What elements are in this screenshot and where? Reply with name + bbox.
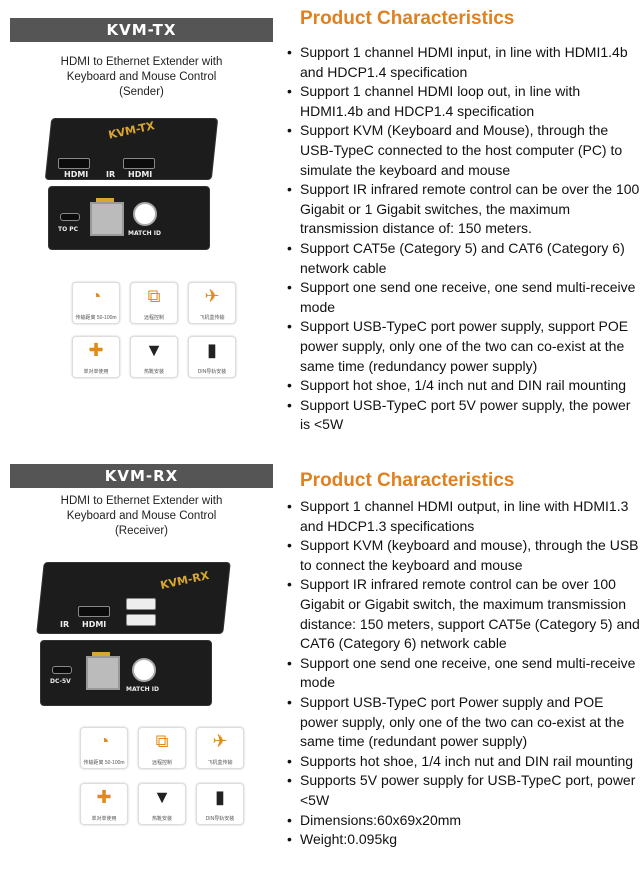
list-item: Support USB-TypeC port power supply, sup…	[284, 317, 640, 376]
hot-shoe-mount-icon: ▼热靴安装	[130, 336, 178, 378]
usb-c-port	[60, 213, 80, 221]
rx-device-image: KVM-RX IR HDMI DC-5V MATCH ID	[36, 562, 240, 712]
match-id-label: MATCH ID	[128, 230, 161, 237]
ir-label: IR	[60, 620, 70, 629]
subtitle-line: HDMI to Ethernet Extender with	[60, 495, 223, 507]
usb-a-port-1	[126, 598, 156, 610]
list-item: Support KVM (Keyboard and Mouse), throug…	[284, 121, 640, 180]
rx-icon-grid: ◔传输距离 50-100m ⧉远程控制 ✈飞机盒传输 ✚单对单使用 ▼热靴安装 …	[80, 727, 250, 837]
tx-feature-list: Support 1 channel HDMI input, in line wi…	[284, 43, 640, 435]
kvm-rx-section: KVM-RX HDMI to Ethernet Extender with Ke…	[0, 462, 640, 893]
kvm-tx-section: KVM-TX HDMI to Ethernet Extender with Ke…	[0, 0, 640, 460]
list-item: Support one send one receive, one send m…	[284, 278, 640, 317]
tx-icon-grid: ◔传输距离 50-100m ⧉远程控制 ✈飞机盒传输 ✚单对单使用 ▼热靴安装 …	[72, 282, 236, 382]
list-item: Support hot shoe, 1/4 inch nut and DIN r…	[284, 376, 640, 396]
ir-label: IR	[106, 170, 116, 179]
list-item: Support KVM (keyboard and mouse), throug…	[284, 536, 640, 575]
match-id-label: MATCH ID	[126, 686, 159, 693]
rx-banner: KVM-RX	[10, 464, 273, 488]
tx-subtitle: HDMI to Ethernet Extender with Keyboard …	[10, 55, 273, 100]
usb-c-port	[52, 666, 72, 674]
subtitle-line: Keyboard and Mouse Control	[66, 71, 217, 83]
rx-feature-list: Support 1 channel HDMI output, in line w…	[284, 497, 640, 850]
list-item: Support one send one receive, one send m…	[284, 654, 640, 693]
distance-gauge-icon: ◔传输距离 50-100m	[72, 282, 120, 324]
airplane-icon: ✈飞机盒传输	[188, 282, 236, 324]
match-id-dial	[132, 658, 156, 682]
list-item: Supports 5V power supply for USB-TypeC p…	[284, 771, 640, 810]
list-item: Supports hot shoe, 1/4 inch nut and DIN …	[284, 752, 640, 772]
poe-led	[92, 652, 110, 656]
hot-shoe-mount-icon: ▼热靴安装	[138, 783, 186, 825]
subtitle-line: Keyboard and Mouse Control	[66, 510, 217, 522]
subtitle-line: (Receiver)	[114, 525, 169, 537]
to-pc-label: TO PC	[58, 226, 79, 233]
ethernet-port	[90, 202, 124, 236]
hdmi-port	[78, 606, 110, 617]
rx-product-characteristics-title: Product Characteristics	[300, 470, 515, 491]
list-item: Dimensions:60x69x20mm	[284, 811, 640, 831]
list-item: Support USB-TypeC port 5V power supply, …	[284, 396, 640, 435]
puzzle-icon: ✚单对单使用	[72, 336, 120, 378]
list-item: Weight:0.095kg	[284, 830, 640, 850]
tx-device-image: KVM-TX HDMI IR HDMI TO PC MATCH ID	[44, 118, 228, 258]
tx-product-characteristics-title: Product Characteristics	[300, 8, 515, 29]
list-item: Support USB-TypeC port Power supply and …	[284, 693, 640, 752]
hdmi-label-b: HDMI	[128, 170, 153, 179]
match-id-dial	[133, 202, 157, 226]
subtitle-line: (Sender)	[119, 86, 164, 98]
list-item: Support 1 channel HDMI output, in line w…	[284, 497, 640, 536]
usb-a-port-2	[126, 614, 156, 626]
list-item: Support 1 channel HDMI input, in line wi…	[284, 43, 640, 82]
subtitle-line: HDMI to Ethernet Extender with	[60, 56, 223, 68]
list-item: Support 1 channel HDMI loop out, in line…	[284, 82, 640, 121]
list-item: Support CAT5e (Category 5) and CAT6 (Cat…	[284, 239, 640, 278]
poe-led	[96, 198, 114, 202]
din-rail-icon: ▮DIN导轨安装	[188, 336, 236, 378]
tx-banner: KVM-TX	[10, 18, 273, 42]
rx-subtitle: HDMI to Ethernet Extender with Keyboard …	[10, 494, 273, 539]
din-rail-icon: ▮DIN导轨安装	[196, 783, 244, 825]
hdmi-port-a	[58, 158, 90, 169]
hdmi-port-b	[123, 158, 155, 169]
hdmi-label-a: HDMI	[64, 170, 89, 179]
list-item: Support IR infrared remote control can b…	[284, 180, 640, 239]
dc-5v-label: DC-5V	[50, 678, 71, 685]
puzzle-icon: ✚单对单使用	[80, 783, 128, 825]
hdmi-label: HDMI	[82, 620, 107, 629]
airplane-icon: ✈飞机盒传输	[196, 727, 244, 769]
remote-control-icon: ⧉远程控制	[138, 727, 186, 769]
remote-control-icon: ⧉远程控制	[130, 282, 178, 324]
list-item: Support IR infrared remote control can b…	[284, 575, 640, 653]
ethernet-port	[86, 656, 120, 690]
distance-gauge-icon: ◔传输距离 50-100m	[80, 727, 128, 769]
